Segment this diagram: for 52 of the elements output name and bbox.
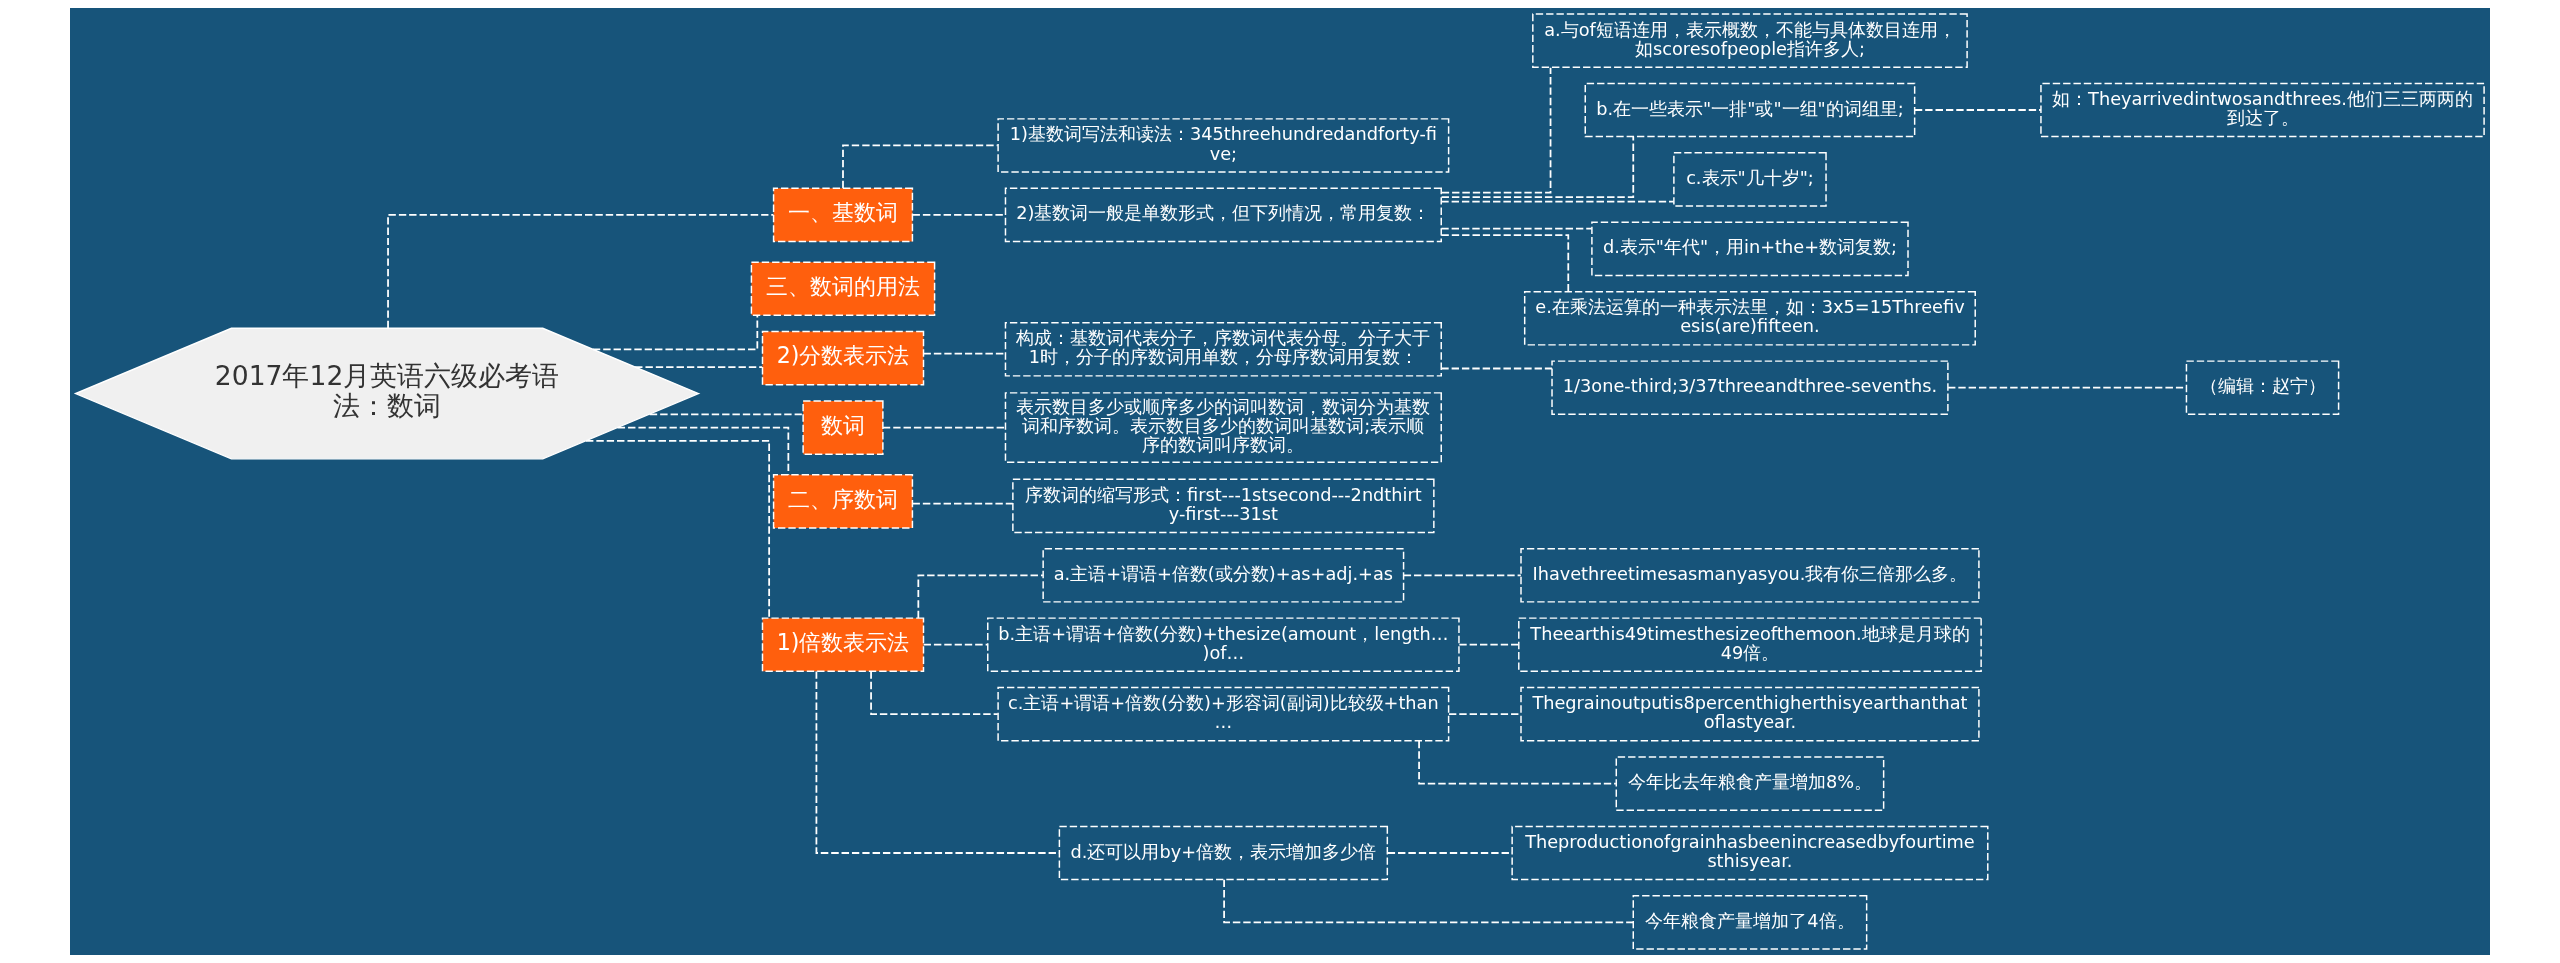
connector (882, 426, 1007, 429)
connector (1440, 135, 1635, 199)
node-box: （编辑：赵宁） (2185, 360, 2340, 416)
node-box: 今年比去年粮食产量增加8%。 (1615, 756, 1885, 811)
connector (1914, 109, 2042, 111)
node-box: c.表示"几十岁"; (1673, 152, 1827, 207)
node-box: b.主语+谓语+倍数(分数)+thesize(amount，length…)of… (987, 617, 1460, 673)
node-box: b.在一些表示"一排"或"一组"的词组里; (1584, 82, 1916, 138)
node-box: 2)基数词一般是单数形式，但下列情况，常用复数： (1004, 187, 1442, 243)
node-box: Theearthis49timesthesizeofthemoon.地球是月球的49倍。 (1518, 617, 1982, 673)
node-box: a.与of短语连用，表示概数，不能与具体数目连用，如scoresofpeople指许多人; (1532, 13, 1968, 68)
connector (842, 144, 999, 190)
node-box: c.主语+谓语+倍数(分数)+形容词(副词)比较级+than… (997, 686, 1450, 742)
node-box: 1)倍数表示法 (761, 617, 925, 673)
connector (1440, 200, 1675, 203)
node-box: 数词 (802, 400, 884, 455)
node-box: Thegrainoutputis8percenthigherthisyearthanthatoflastyear. (1520, 686, 1980, 742)
node-box: 一、基数词 (772, 187, 914, 243)
connector (1440, 66, 1552, 194)
connector (1440, 367, 1553, 370)
connector (591, 314, 759, 351)
node-box: 1/3one-third;3/37threeandthree-sevenths. (1551, 360, 1949, 416)
node-box: d.还可以用by+倍数，表示增加多少倍 (1058, 825, 1389, 881)
connector (634, 366, 763, 368)
connector (911, 502, 1014, 505)
node-box: 序数词的缩写形式：first---1stsecond---2ndthirty-first---31st (1012, 478, 1435, 534)
node-box: 二、序数词 (772, 474, 914, 529)
node-box: Theproductionofgrainhasbeenincreasedbyfourtimesthisyear. (1511, 825, 1989, 881)
connector (616, 426, 790, 476)
connector (1402, 574, 1522, 577)
node-box: 如：Theyarrivedintwosandthrees.他们三三两两的到达了。 (2040, 82, 2485, 138)
node-box: 表示数目多少或顺序多少的词叫数词，数词分为基数词和序数词。表示数目多少的数词叫基数词;表示顺序的数词叫序数词。 (1004, 392, 1442, 464)
node-box: d.表示"年代"，用in+the+数词复数; (1591, 221, 1909, 277)
node-box: 今年粮食产量增加了4倍。 (1632, 895, 1868, 950)
connector (1440, 227, 1593, 230)
connector (1440, 234, 1570, 293)
connector (922, 643, 989, 646)
node-box: 构成：基数词代表分子，序数词代表分母。分子大于1时，分子的序数词用单数，分母序数词用复数： (1004, 321, 1442, 377)
node-box: 1)基数词写法和读法：345threehundredandforty-five; (997, 118, 1450, 173)
connector (917, 574, 1044, 619)
connector (1418, 739, 1617, 785)
connector (387, 214, 775, 329)
connector (1458, 643, 1520, 646)
node-box: Ihavethreetimesasmanyasyou.我有你三倍那么多。 (1520, 547, 1980, 603)
node-box: a.主语+谓语+倍数(或分数)+as+adj.+as (1042, 547, 1405, 603)
connector (1223, 878, 1635, 924)
node-box: e.在乘法运算的一种表示法里，如：3x5=15Threefivesis(are)fifteen. (1523, 290, 1976, 346)
connector (585, 440, 771, 619)
node-box: 2)分数表示法 (761, 330, 925, 386)
connector (870, 670, 999, 716)
node-box: 三、数词的用法 (750, 261, 936, 317)
connector (648, 413, 804, 416)
